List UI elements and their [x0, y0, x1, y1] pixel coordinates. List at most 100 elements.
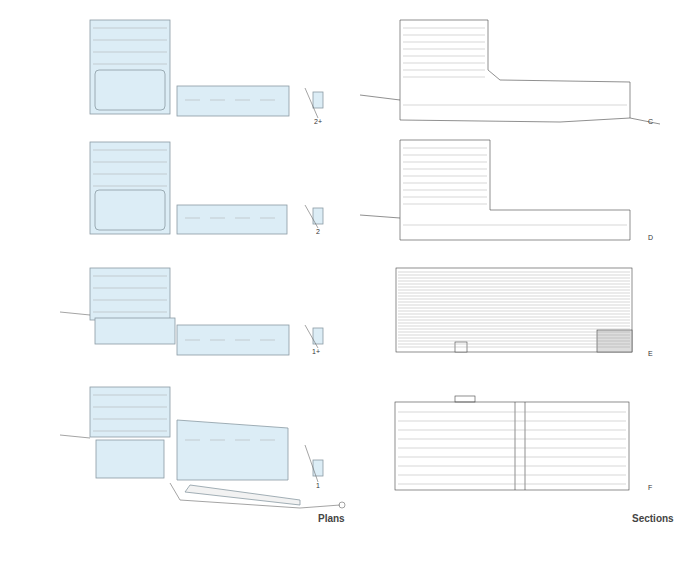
drawing-line: [403, 183, 487, 184]
drawing-id: 1: [316, 482, 320, 489]
drawing-line: [96, 440, 164, 478]
drawing-line: [305, 325, 318, 348]
drawing-id: C: [648, 118, 653, 125]
drawing-line: [210, 218, 225, 219]
drawing-line: [403, 70, 485, 71]
drawing-line: [400, 20, 630, 118]
drawing-line: [398, 344, 630, 345]
drawing-line: [93, 186, 167, 187]
drawing-line: [398, 314, 630, 315]
drawing-line: [93, 276, 167, 277]
drawing-line: [403, 105, 627, 106]
drawing-line: [398, 457, 626, 458]
drawing-line: [398, 305, 630, 306]
drawing-line: [403, 225, 627, 226]
drawing-id: 2: [316, 228, 320, 235]
column-heading: Plans: [318, 514, 345, 524]
drawing-line: [398, 275, 630, 276]
drawing-line: [93, 52, 167, 53]
drawing-line: [398, 430, 626, 431]
drawing-line: [93, 174, 167, 175]
drawing-line: [398, 320, 630, 321]
drawing-line: [400, 140, 630, 240]
drawing-line: [93, 288, 167, 289]
drawing-line: [185, 100, 200, 101]
drawing-line: [90, 387, 170, 437]
drawing-line: [260, 340, 275, 341]
drawing-line: [403, 176, 487, 177]
drawing-line: [398, 311, 630, 312]
drawing-line: [95, 318, 175, 344]
drawing-line: [525, 402, 526, 490]
drawing-id: F: [648, 484, 652, 491]
drawing-line: [630, 118, 660, 124]
drawing-line: [403, 190, 487, 191]
drawing-line: [396, 268, 632, 352]
drawing-id: D: [648, 234, 653, 241]
drawing-line: [360, 95, 400, 100]
drawing-line: [210, 340, 225, 341]
drawing-line: [305, 88, 318, 118]
drawing-line: [93, 312, 167, 313]
drawing-line: [515, 402, 516, 490]
drawing-line: [398, 332, 630, 333]
drawing-line: [403, 28, 485, 29]
drawing-line: [398, 296, 630, 297]
drawing-line: [313, 460, 323, 476]
drawing-line: [398, 284, 630, 285]
drawing-line: [398, 278, 630, 279]
drawing-line: [398, 341, 630, 342]
drawing-line: [235, 440, 250, 441]
plan-level-2: [90, 142, 323, 234]
drawing-line: [185, 485, 300, 505]
drawing-line: [395, 402, 629, 490]
drawing-id: 1+: [312, 348, 320, 355]
drawing-line: [403, 77, 485, 78]
section-outlines: [360, 20, 660, 490]
drawing-line: [93, 419, 167, 420]
drawing-line: [305, 445, 318, 482]
drawing-line: [398, 308, 630, 309]
column-heading: Sections: [632, 514, 674, 524]
drawing-line: [398, 421, 626, 422]
drawing-line: [60, 435, 90, 438]
site-lines: [60, 88, 345, 508]
drawing-line: [398, 466, 626, 467]
plan-level-1: [90, 387, 323, 505]
drawing-line: [403, 42, 485, 43]
drawing-line: [90, 142, 170, 234]
drawing-line: [170, 483, 340, 508]
drawing-line: [403, 169, 487, 170]
drawing-line: [398, 281, 630, 282]
drawing-line: [90, 268, 170, 320]
drawing-line: [305, 205, 318, 228]
drawing-line: [93, 40, 167, 41]
drawing-line: [403, 56, 485, 57]
drawing-line: [90, 20, 170, 114]
drawing-line: [398, 287, 630, 288]
drawing-line: [398, 439, 626, 440]
drawing-line: [398, 448, 626, 449]
plan-level-2plus: [90, 20, 323, 116]
drawing-line: [95, 190, 165, 230]
drawing-line: [177, 420, 288, 480]
drawing-line: [93, 431, 167, 432]
drawing-line: [403, 49, 485, 50]
drawing-line: [398, 302, 630, 303]
drawing-line: [260, 440, 275, 441]
drawing-line: [313, 92, 323, 108]
drawing-line: [260, 100, 275, 101]
drawing-line: [93, 300, 167, 301]
drawing-line: [177, 205, 287, 234]
drawing-line: [185, 218, 200, 219]
drawing-line: [455, 396, 475, 402]
drawing-line: [93, 28, 167, 29]
drawing-line: [398, 335, 630, 336]
drawing-line: [235, 340, 250, 341]
drawing-line: [398, 412, 626, 413]
drawing-line: [398, 272, 630, 273]
drawing-line: [260, 218, 275, 219]
drawing-line: [403, 162, 487, 163]
floor-lines: [93, 28, 630, 484]
